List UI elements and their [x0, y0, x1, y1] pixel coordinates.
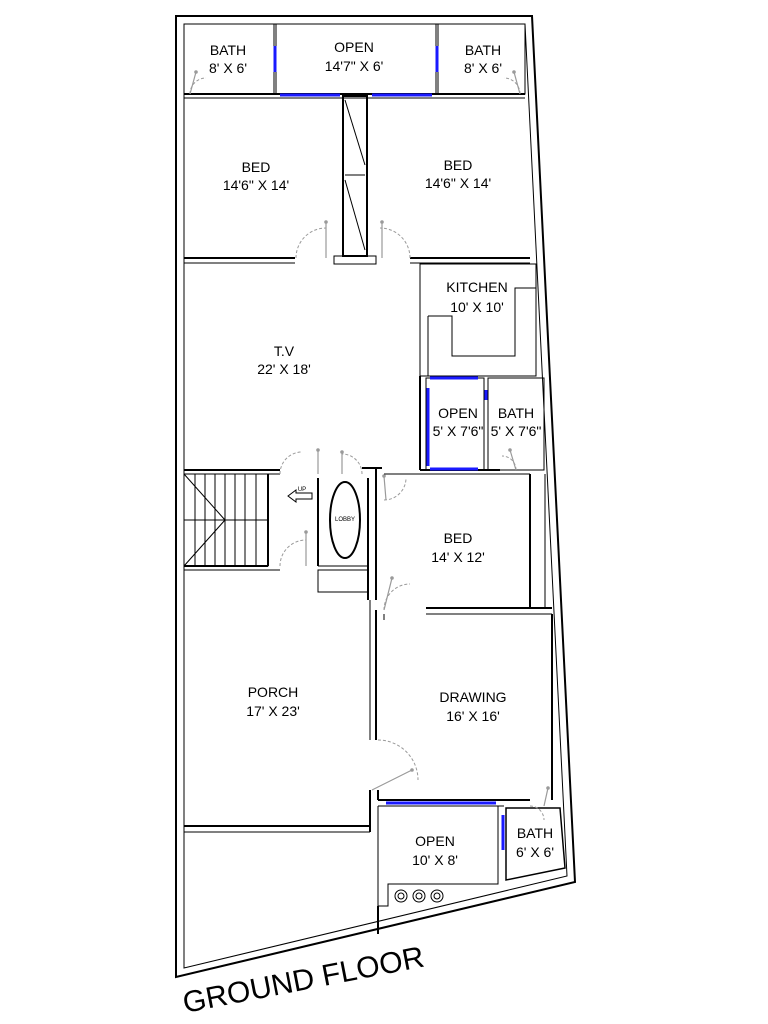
- stair-up-arrow: [287, 489, 313, 503]
- top-windows: [273, 46, 439, 97]
- room-open-mid-name: OPEN: [438, 405, 478, 421]
- bed-mid-walls: [384, 473, 552, 615]
- room-kitchen-size: 10' X 10': [450, 299, 504, 315]
- room-porch-size: 17' X 23': [246, 703, 300, 719]
- stair-up-label: UP: [298, 487, 306, 493]
- room-open-top-name: OPEN: [334, 39, 374, 55]
- room-bath-mid-size: 5' X 7'6": [491, 423, 542, 439]
- bed-walls: [184, 257, 530, 264]
- central-shaft: [333, 95, 377, 265]
- lobby: [317, 478, 369, 600]
- door-arrows: [194, 70, 550, 790]
- room-kitchen-name: KITCHEN: [446, 279, 507, 295]
- room-porch-name: PORCH: [248, 684, 299, 700]
- drawing-walls: [377, 614, 553, 807]
- room-open-top-size: 14'7" X 6': [325, 58, 384, 74]
- room-tv-size: 22' X 18': [257, 361, 311, 377]
- room-bath-bottom-name: BATH: [517, 825, 553, 841]
- room-open-bottom-size: 10' X 8': [412, 852, 458, 868]
- room-bath-bottom-size: 6' X 6': [516, 844, 554, 860]
- top-rooms-walls: [183, 23, 526, 99]
- room-bath-left-name: BATH: [210, 42, 246, 58]
- mid-windows: [426, 376, 488, 471]
- porch-walls: [184, 565, 377, 833]
- room-bath-right-size: 8' X 6': [464, 60, 502, 76]
- room-drawing-name: DRAWING: [439, 689, 506, 705]
- room-drawing-size: 16' X 16': [446, 708, 500, 724]
- room-bed-mid-size: 14' X 12': [431, 549, 485, 565]
- drawing-window: [386, 801, 505, 850]
- room-bath-left-size: 8' X 6': [209, 60, 247, 76]
- bath-bottom-walls: [505, 807, 566, 881]
- room-bed-left-name: BED: [242, 159, 271, 175]
- doors: [189, 71, 549, 821]
- room-tv-name: T.V: [274, 343, 295, 359]
- room-open-mid-size: 5' X 7'6": [433, 423, 484, 439]
- room-bed-right-size: 14'6" X 14': [425, 175, 491, 191]
- room-bath-right-name: BATH: [465, 42, 501, 58]
- room-bath-mid-name: BATH: [498, 405, 534, 421]
- lobby-label: LOBBY: [335, 517, 355, 523]
- room-open-bottom-name: OPEN: [415, 833, 455, 849]
- plan-title: GROUND FLOOR: [180, 941, 427, 1020]
- kitchen-walls: [419, 263, 537, 377]
- room-bed-mid-name: BED: [444, 530, 473, 546]
- open-bottom-walls: [377, 806, 499, 934]
- staircase: [183, 473, 269, 567]
- room-bed-right-name: BED: [444, 157, 473, 173]
- room-bed-left-size: 14'6" X 14': [223, 177, 289, 193]
